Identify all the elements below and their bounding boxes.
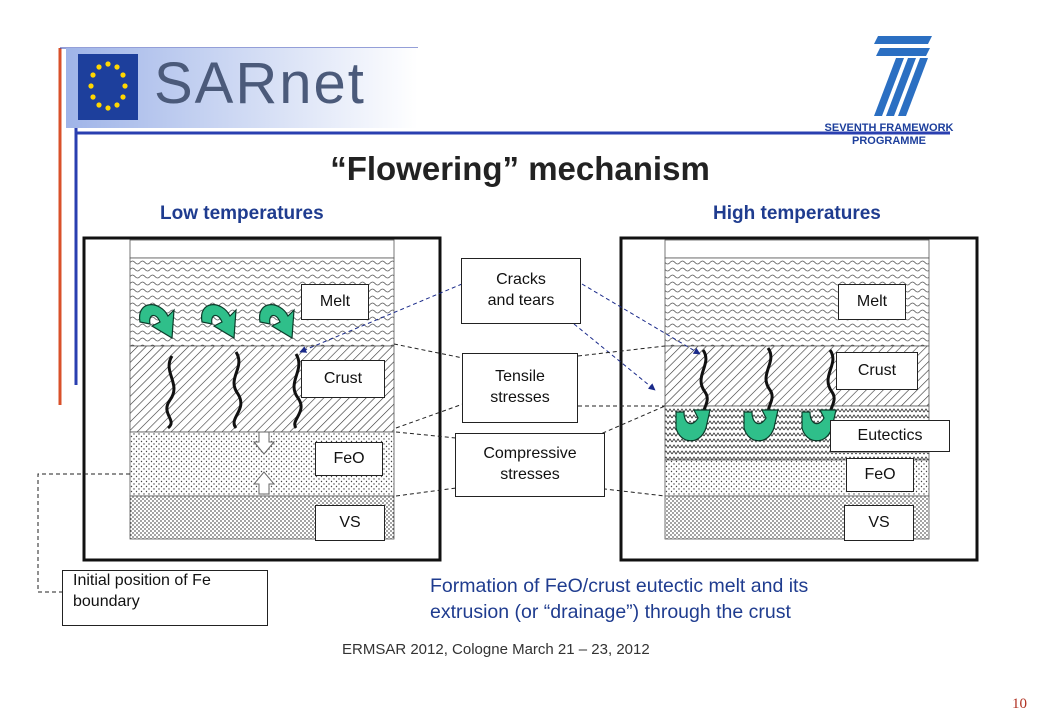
initial-line2: boundary (73, 592, 140, 610)
footer-text: ERMSAR 2012, Cologne March 21 – 23, 2012 (342, 641, 650, 658)
page-number: 10 (1012, 696, 1027, 712)
sarnet-logo-text: SARnet (154, 51, 366, 116)
right-vs-label: VS (844, 505, 914, 541)
cracks-and-tears-callout: Cracks and tears (461, 258, 581, 324)
right-crust-label: Crust (836, 352, 918, 390)
cracks-line1: Cracks (496, 271, 546, 289)
high-temperatures-heading: High temperatures (713, 203, 881, 224)
initial-line1: Initial position of Fe (73, 572, 211, 589)
connector-lines (37, 283, 701, 593)
compressive-line2: stresses (500, 466, 560, 483)
tensile-line1: Tensile (495, 368, 545, 386)
left-melt-label: Melt (301, 284, 369, 320)
compressive-stresses-callout: Compressive stresses (455, 433, 605, 497)
caption: Formation of FeO/crust eutectic melt and… (430, 573, 990, 626)
fp7-text-line2: PROGRAMME (852, 135, 926, 147)
compressive-line1: Compressive (483, 445, 577, 463)
initial-position-callout: Initial position of Fe boundary (62, 570, 268, 626)
right-feo-label: FeO (846, 458, 914, 492)
left-vs-label: VS (315, 505, 385, 541)
left-feo-label: FeO (315, 442, 383, 476)
left-crust-label: Crust (301, 360, 385, 398)
tensile-line2: stresses (490, 389, 550, 406)
fp7-text-line1: SEVENTH FRAMEWORK (824, 122, 954, 134)
right-eutectics-label: Eutectics (830, 420, 950, 452)
sarnet-logo-graphic (66, 48, 418, 128)
slide-title: “Flowering” mechanism (330, 150, 710, 187)
left-panel (82, 236, 442, 562)
right-melt-label: Melt (838, 284, 906, 320)
left-hollow-arrows (252, 431, 276, 495)
caption-line2: extrusion (or “drainage”) through the cr… (430, 601, 791, 624)
left-crack-lines (165, 351, 303, 430)
sarnet-logo: SARnet (66, 48, 418, 128)
fp7-seven-icon (874, 36, 932, 116)
tensile-stresses-callout: Tensile stresses (462, 353, 578, 423)
caption-line1: Formation of FeO/crust eutectic melt and… (430, 575, 809, 597)
low-temperatures-heading: Low temperatures (160, 203, 324, 224)
fp7-logo: SEVENTH FRAMEWORK PROGRAMME (820, 30, 955, 150)
left-green-curl-icons (139, 304, 295, 340)
right-panel (619, 236, 979, 562)
right-green-drip-icons (675, 409, 837, 442)
cracks-line2: and tears (487, 292, 555, 309)
